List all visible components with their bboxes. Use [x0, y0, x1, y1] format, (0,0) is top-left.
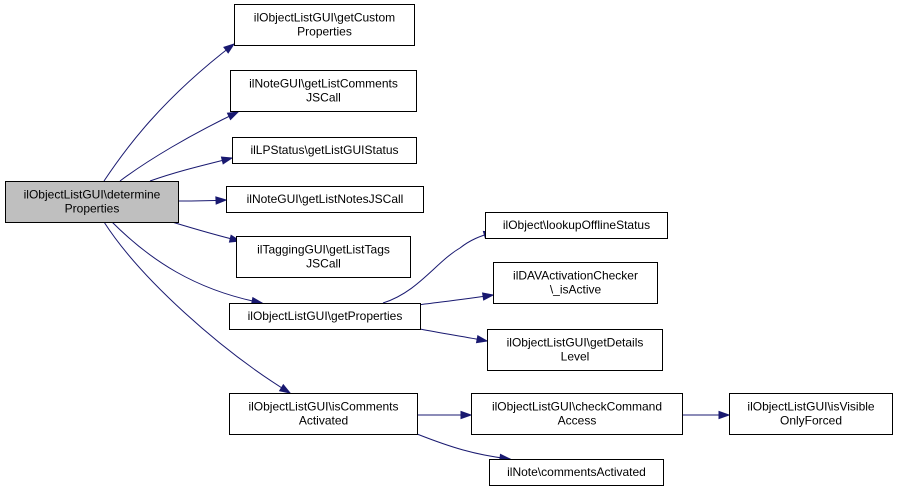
arrowhead-getListGUIStatus: [220, 156, 234, 165]
edge-getProperties-to-davActive: [417, 294, 494, 306]
node-label-line: ilObjectListGUI\getCustom: [254, 11, 395, 25]
arrowhead-getCustom: [223, 43, 236, 54]
node-box: [234, 4, 415, 46]
edge-root-to-getCustom: [103, 43, 235, 182]
node-label-line: Level: [561, 350, 590, 364]
node-box: [229, 303, 421, 330]
node-label-line: ilObjectListGUI\isComments: [248, 400, 398, 414]
node-label-line: Properties: [297, 25, 352, 39]
node-box: [471, 393, 683, 435]
arrowhead-davActive: [481, 292, 495, 301]
arrowhead-checkCommandAccess: [460, 410, 473, 420]
node-box: [230, 70, 417, 112]
node-label-line: ilObject\lookupOfflineStatus: [503, 218, 650, 232]
node-label-line: ilObjectListGUI\getProperties: [248, 309, 403, 323]
edge-root-to-isCommentsActivated: [103, 221, 291, 394]
node-label-line: \_isActive: [550, 283, 602, 297]
node-label-line: ilLPStatus\getListGUIStatus: [250, 143, 398, 157]
edge-root-to-getListGUIStatus: [149, 157, 233, 182]
node-box: [236, 236, 411, 278]
node-box: [729, 393, 893, 435]
arrowhead-isVisibleOnlyForced: [718, 410, 731, 420]
arrowhead-getDetailsLevel: [475, 334, 489, 344]
node-getListNotesJS[interactable]: ilNoteGUI\getListNotesJSCall: [226, 186, 424, 213]
node-label-line: OnlyForced: [780, 414, 842, 428]
node-label-line: JSCall: [306, 91, 341, 105]
node-label-line: ilObjectListGUI\getDetails: [507, 336, 644, 350]
node-commentsActivated[interactable]: ilNote\commentsActivated: [489, 459, 664, 486]
node-label-line: ilDAVActivationChecker: [513, 269, 638, 283]
edge-getProperties-to-lookupOffline: [382, 231, 495, 304]
node-davActive[interactable]: ilDAVActivationChecker\_isActive: [493, 262, 658, 304]
arrowhead-isCommentsActivated: [278, 383, 292, 394]
nodes-layer: ilObjectListGUI\determinePropertiesilObj…: [5, 4, 893, 486]
node-box: [485, 212, 668, 239]
node-getListGUIStatus[interactable]: ilLPStatus\getListGUIStatus: [232, 137, 417, 164]
arrowhead-getListNotesJS: [215, 196, 228, 205]
arrowhead-getListCommentsJS: [226, 111, 240, 121]
node-label-line: JSCall: [306, 257, 341, 271]
node-label-line: ilObjectListGUI\checkCommand: [492, 400, 662, 414]
edge-root-to-getListTags: [171, 221, 241, 242]
node-box: [487, 329, 663, 371]
node-getProperties[interactable]: ilObjectListGUI\getProperties: [229, 303, 421, 330]
edge-root-to-getListCommentsJS: [119, 111, 239, 182]
node-box: [232, 137, 417, 164]
node-box: [229, 393, 418, 435]
node-lookupOffline[interactable]: ilObject\lookupOfflineStatus: [485, 212, 668, 239]
edge-isCommentsActivated-to-commentsActivated: [416, 433, 511, 460]
node-label-line: ilObjectListGUI\determine: [24, 188, 161, 202]
node-label-line: ilNoteGUI\getListNotesJSCall: [247, 192, 404, 206]
node-label-line: Properties: [65, 202, 120, 216]
node-label-line: ilTaggingGUI\getListTags: [257, 243, 390, 257]
node-label-line: ilNote\commentsActivated: [507, 465, 646, 479]
node-label-line: ilNoteGUI\getListComments: [249, 77, 398, 91]
edge-root-to-getProperties: [111, 221, 263, 304]
node-box: [493, 262, 658, 304]
node-box: [489, 459, 664, 486]
node-box: [5, 181, 179, 223]
node-label-line: Access: [558, 414, 597, 428]
node-box: [226, 186, 424, 213]
node-label-line: ilObjectListGUI\isVisible: [747, 400, 874, 414]
node-label-line: Activated: [299, 414, 348, 428]
